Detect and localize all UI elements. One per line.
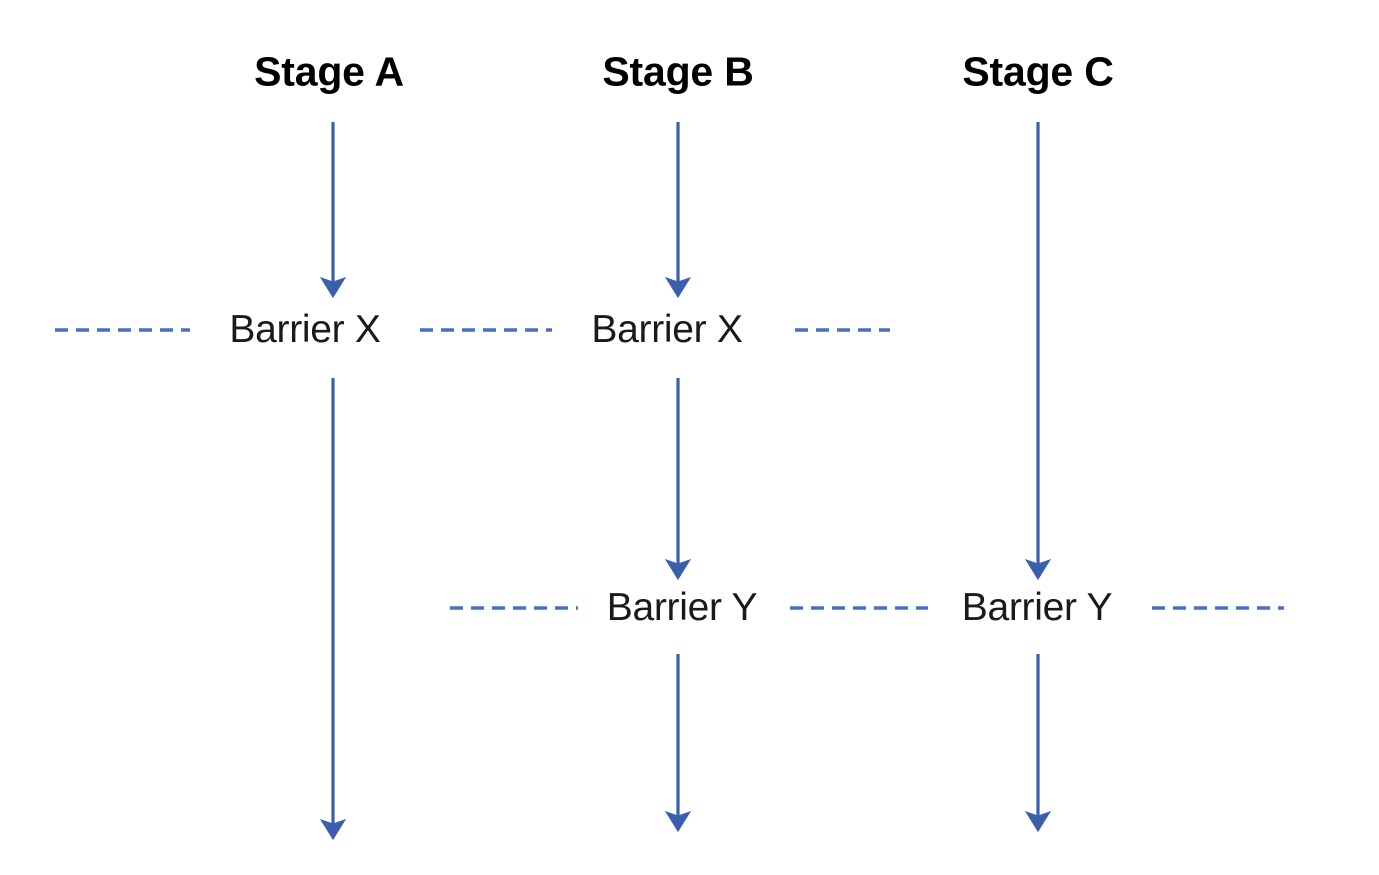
- barrier-label-x-stage-a: Barrier X: [229, 308, 381, 351]
- vertical-arrows: [319, 122, 1052, 841]
- barrier-label-y-stage-c: Barrier Y: [961, 586, 1113, 629]
- dashed-connectors: [55, 328, 1284, 610]
- stage-header-c: Stage C: [962, 48, 1114, 95]
- stage-header-a: Stage A: [254, 48, 404, 95]
- stage-header-b: Stage B: [602, 48, 754, 95]
- barrier-label-y-stage-b: Barrier Y: [606, 586, 758, 629]
- barrier-label-x-stage-b: Barrier X: [591, 308, 743, 351]
